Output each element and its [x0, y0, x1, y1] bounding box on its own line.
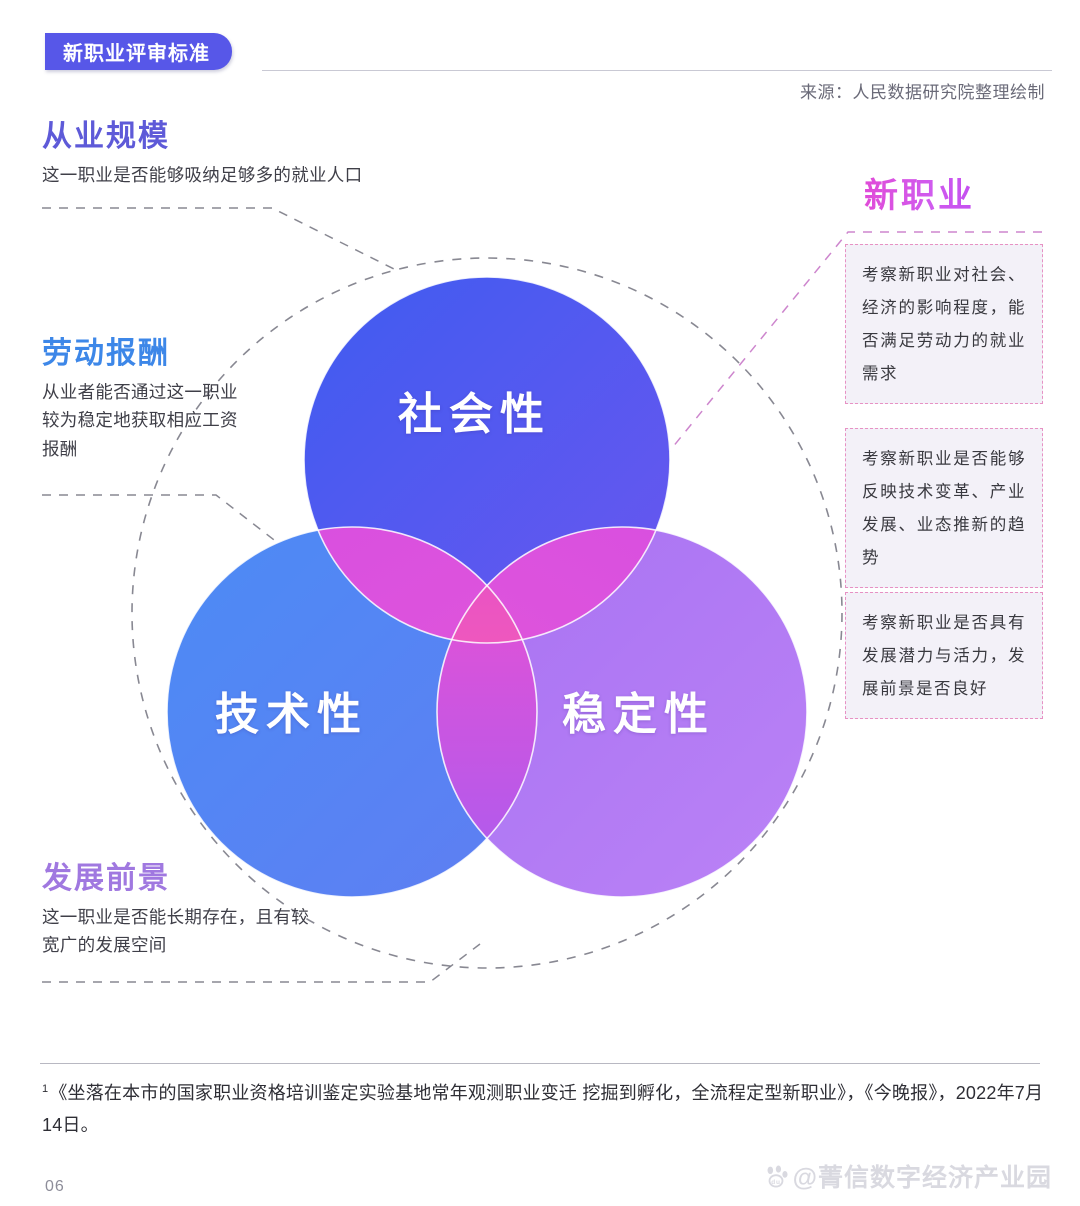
new-occupation-note: 考察新职业对社会、经济的影响程度，能否满足劳动力的就业需求 [845, 244, 1043, 404]
venn-label-social: 社会性 [398, 390, 551, 439]
venn-label-technical: 技术性 [215, 690, 368, 739]
venn-label-stability: 稳定性 [562, 690, 715, 739]
watermark: du @菁信数字经济产业园 [763, 1158, 1052, 1194]
footnote-marker: 1 [42, 1083, 49, 1095]
footnote: 1《坐落在本市的国家职业资格培训鉴定实验基地常年观测职业变迁 挖掘到孵化，全流程… [42, 1078, 1047, 1141]
venn-circle-social [304, 277, 670, 643]
criterion-description: 这一职业是否能长期存在，且有较宽广的发展空间 [42, 906, 309, 956]
new-occupation-note-text: 考察新职业是否具有发展潜力与活力，发展前景是否良好 [862, 614, 1026, 698]
criterion-title: 从业规模 [42, 120, 170, 153]
header-badge-label: 新职业评审标准 [63, 43, 210, 65]
footnote-text: 《坐落在本市的国家职业资格培训鉴定实验基地常年观测职业变迁 挖掘到孵化，全流程定… [42, 1083, 1044, 1135]
criterion-description: 从业者能否通过这一职业较为稳定地获取相应工资报酬 [42, 381, 238, 460]
new-occupation-note-text: 考察新职业对社会、经济的影响程度，能否满足劳动力的就业需求 [862, 266, 1026, 383]
new-occupation-note-text: 考察新职业是否能够反映技术变革、产业发展、业态推新的趋势 [862, 450, 1026, 567]
criterion-title: 劳动报酬 [42, 337, 170, 370]
criterion-employment-scale: 从业规模 这一职业是否能够吸纳足够多的就业人口 [42, 120, 472, 189]
new-occupation-note: 考察新职业是否具有发展潜力与活力，发展前景是否良好 [845, 592, 1043, 719]
new-occupation-heading: 新职业 [864, 168, 975, 217]
criterion-labor-pay: 劳动报酬 从业者能否通过这一职业较为稳定地获取相应工资报酬 [42, 337, 254, 464]
page-number: 06 [45, 1178, 65, 1195]
criterion-development-prospect: 发展前景 这一职业是否能长期存在，且有较宽广的发展空间 [42, 862, 310, 960]
connector-employment-scale [42, 207, 401, 273]
source-attribution: 来源：人民数据研究院整理绘制 [800, 83, 1045, 102]
header-divider [262, 70, 1052, 71]
footnote-divider [40, 1063, 1040, 1064]
paw-icon: du [767, 1165, 788, 1188]
svg-text:du: du [771, 1179, 781, 1186]
venn-outline-social [303, 276, 671, 644]
connector-labor-pay [42, 494, 301, 561]
watermark-label: @菁信数字经济产业园 [792, 1164, 1052, 1192]
new-occupation-note: 考察新职业是否能够反映技术变革、产业发展、业态推新的趋势 [845, 428, 1043, 588]
criterion-title: 发展前景 [42, 862, 170, 895]
header-badge: 新职业评审标准 [45, 33, 232, 70]
criterion-description: 这一职业是否能够吸纳足够多的就业人口 [42, 164, 363, 185]
